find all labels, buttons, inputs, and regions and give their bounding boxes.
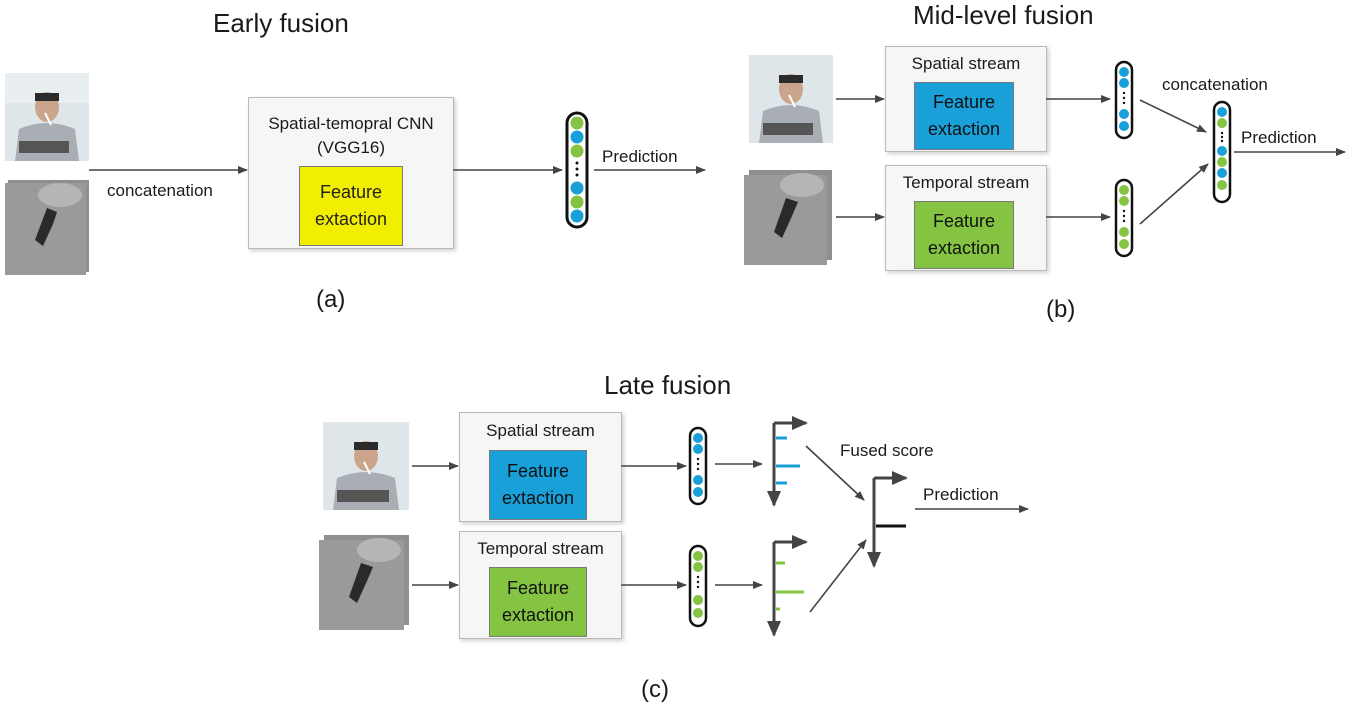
prediction-label-a: Prediction xyxy=(602,147,678,166)
feature-vector-b-temporal xyxy=(1114,178,1134,258)
fused-score-label: Fused score xyxy=(840,441,934,460)
prediction-label-b: Prediction xyxy=(1241,128,1317,147)
cnn-title-line1: Spatial-temopral CNN xyxy=(268,114,434,133)
fe-line2: extaction xyxy=(314,209,388,229)
temporal-stream-box-c: Temporal stream Feature extaction xyxy=(459,531,622,639)
fe-line1: Feature xyxy=(506,578,570,598)
caption-b: (b) xyxy=(1046,296,1076,323)
spatial-stream-box-c: Spatial stream Feature extaction xyxy=(459,412,622,522)
feature-vector-b-spatial xyxy=(1114,60,1134,140)
feature-extraction-box-a: Feature extaction xyxy=(299,166,403,246)
mid-level-fusion-heading: Mid-level fusion xyxy=(913,0,1094,30)
optical-flow-thumbnail-c xyxy=(319,535,409,630)
score-plot-temporal xyxy=(767,535,808,637)
rgb-frame-thumbnail xyxy=(5,73,89,161)
late-fusion-heading: Late fusion xyxy=(604,370,732,400)
rgb-frame-thumbnail-c xyxy=(323,422,409,510)
caption-c: (c) xyxy=(641,676,669,703)
concatenation-label-b: concatenation xyxy=(1162,75,1268,94)
feature-vector-c-spatial xyxy=(688,426,708,506)
prediction-label-c: Prediction xyxy=(923,485,999,504)
feature-extraction-box-b-spatial: Feature extaction xyxy=(914,82,1014,150)
temporal-stream-box-b: Temporal stream Feature extaction xyxy=(885,165,1047,271)
feature-extraction-box-c-spatial: Feature extaction xyxy=(489,450,587,520)
fe-line1: Feature xyxy=(932,211,996,231)
feature-extraction-box-b-temporal: Feature extaction xyxy=(914,201,1014,269)
fe-line2: extaction xyxy=(927,119,1001,139)
fe-line2: extaction xyxy=(501,605,575,625)
fe-line2: extaction xyxy=(501,488,575,508)
score-plot-fused xyxy=(867,471,908,568)
cnn-title-line2: (VGG16) xyxy=(316,138,386,157)
feature-extraction-box-c-temporal: Feature extaction xyxy=(489,567,587,637)
feature-vector-c-temporal xyxy=(688,544,708,628)
temporal-stream-title-b: Temporal stream xyxy=(902,173,1030,192)
spatial-stream-title-b: Spatial stream xyxy=(911,54,1021,73)
arrow-vector-to-concat-top xyxy=(1139,99,1207,133)
feature-vector-b-concatenated xyxy=(1212,100,1232,204)
caption-a: (a) xyxy=(316,286,346,313)
fe-line1: Feature xyxy=(319,182,383,202)
early-fusion-heading: Early fusion xyxy=(213,8,349,38)
rgb-frame-thumbnail-b xyxy=(749,55,833,143)
optical-flow-thumbnail xyxy=(5,180,89,275)
feature-vector-a xyxy=(565,111,589,229)
optical-flow-thumbnail-b xyxy=(744,170,832,265)
spatial-stream-title-c: Spatial stream xyxy=(486,421,595,440)
arrow-vector-to-concat-bottom xyxy=(1139,163,1209,225)
concatenation-label-a: concatenation xyxy=(107,181,213,200)
arrow-score-to-fused-bottom xyxy=(809,539,867,613)
fe-line1: Feature xyxy=(506,461,570,481)
arrow-score-to-fused-top xyxy=(805,445,865,501)
score-plot-spatial xyxy=(767,416,808,507)
fe-line1: Feature xyxy=(932,92,996,112)
fe-line2: extaction xyxy=(927,238,1001,258)
temporal-stream-title-c: Temporal stream xyxy=(477,539,604,558)
spatial-temporal-cnn-box: Spatial-temopral CNN (VGG16) Feature ext… xyxy=(248,97,454,249)
